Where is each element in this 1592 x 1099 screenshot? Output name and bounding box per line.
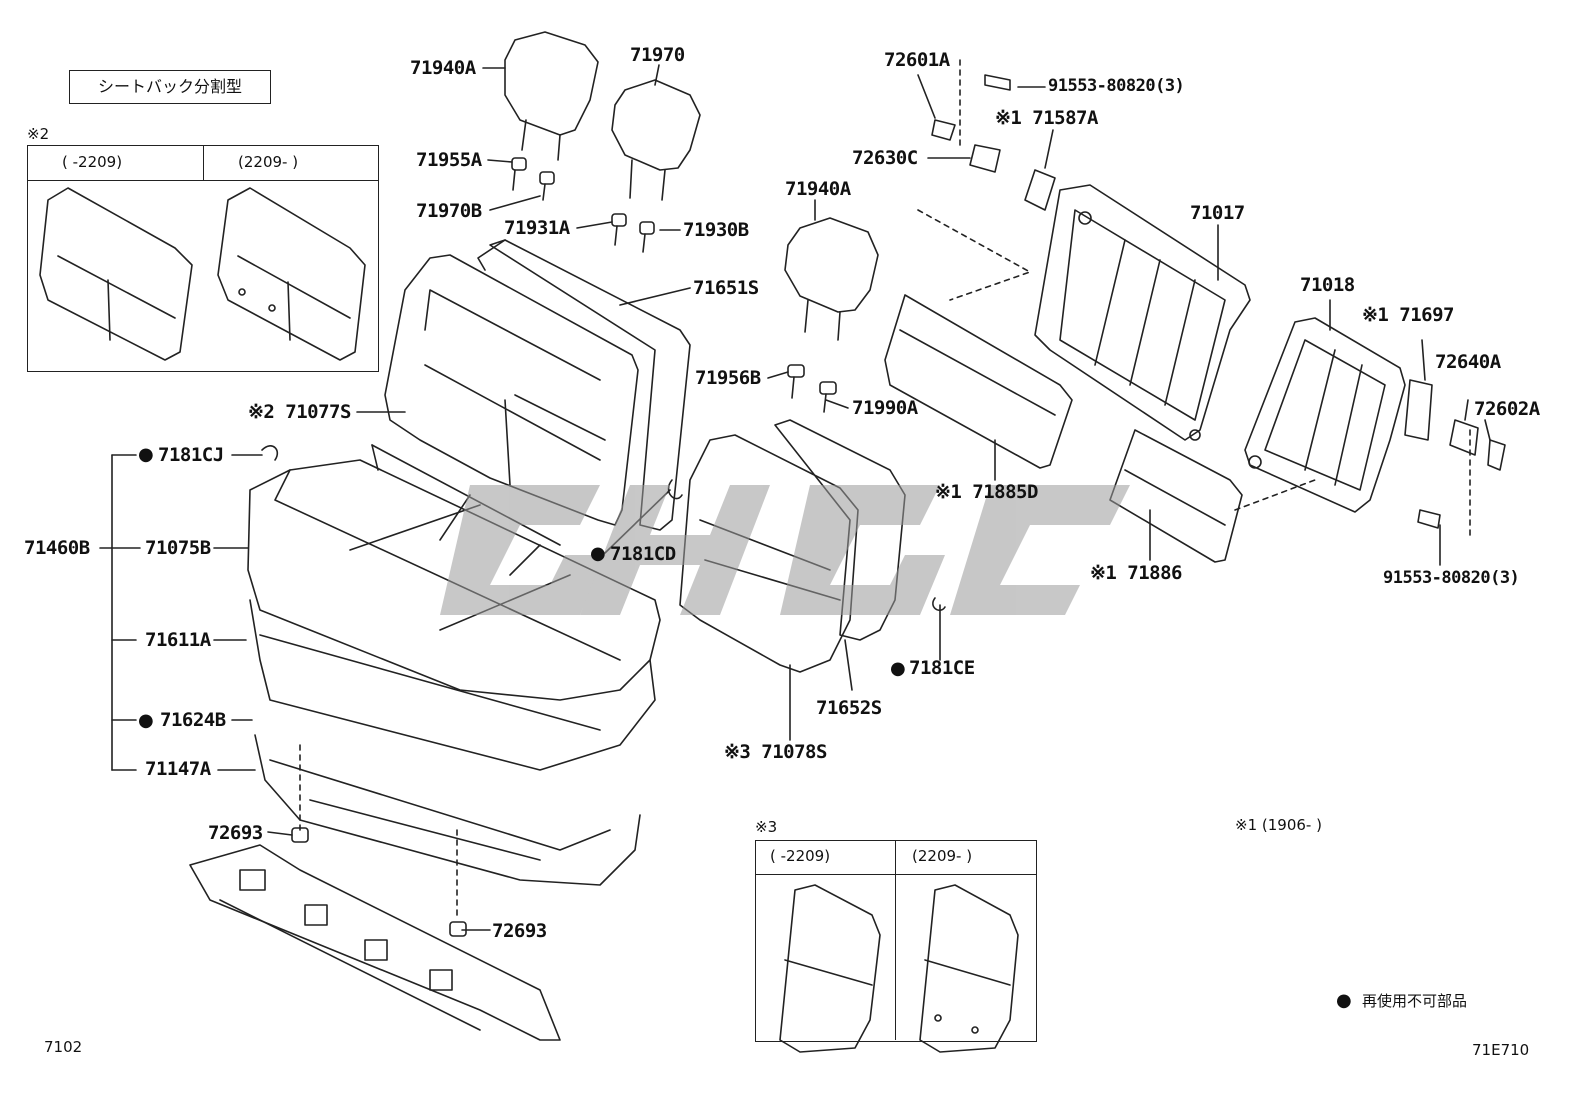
- label-72640A: 72640A: [1435, 351, 1501, 373]
- guide-parts: [511, 157, 837, 413]
- clip-7181CE: [932, 597, 946, 612]
- footer-right: 71E710: [1472, 1041, 1530, 1059]
- mount-parts: [931, 74, 1056, 211]
- label-91553-top: 91553-80820(3): [1048, 76, 1185, 96]
- trim-71885D-drawing: [884, 294, 1073, 469]
- label-71697: ※1 71697: [1362, 304, 1455, 326]
- headrest-71940A-mid-drawing: [784, 217, 879, 341]
- bullet-7181CJ: ●: [138, 444, 154, 465]
- label-71460B: 71460B: [24, 537, 90, 559]
- label-72630C: 72630C: [852, 147, 918, 169]
- label-72693-b: 72693: [492, 920, 547, 942]
- seatback-71652S-drawing: [774, 419, 906, 641]
- trim-71886-drawing: [1109, 429, 1243, 563]
- label-71147A: 71147A: [145, 758, 211, 780]
- label-71652S: 71652S: [816, 697, 882, 719]
- inset-2-seatback-drawings: [39, 187, 366, 361]
- headrest-71940A-top-drawing: [504, 31, 599, 161]
- label-7181CE: 7181CE: [909, 657, 975, 679]
- label-71955A: 71955A: [416, 149, 482, 171]
- frame-71017-drawing: [1034, 184, 1251, 441]
- label-71075B: 71075B: [145, 537, 211, 559]
- legend-bullet: ●: [1336, 990, 1352, 1011]
- label-71930B: 71930B: [683, 219, 749, 241]
- inset-2-left-header: ( -2209): [62, 153, 123, 171]
- hinge-parts: [1404, 379, 1506, 529]
- inset-3-seatback-drawings: [779, 884, 1019, 1053]
- note-1: ※1 (1906- ): [1235, 816, 1322, 834]
- legend-text: 再使用不可部品: [1362, 992, 1468, 1010]
- label-7181CD: 7181CD: [610, 543, 676, 565]
- label-71990A: 71990A: [852, 397, 918, 419]
- seatback-71078S-drawing: [679, 434, 859, 673]
- dashed-leaders: [299, 59, 1471, 921]
- label-72602A: 72602A: [1474, 398, 1540, 420]
- label-71931A: 71931A: [504, 217, 570, 239]
- label-91553-bottom: 91553-80820(3): [1383, 568, 1520, 588]
- bullet-71624B: ●: [138, 710, 154, 731]
- inset-2-right-header: (2209- ): [238, 153, 299, 171]
- inset-3-col-divider: [895, 840, 896, 1040]
- inset-3-right-header: (2209- ): [912, 847, 973, 865]
- frame-71018-drawing: [1244, 317, 1406, 513]
- label-71077S: ※2 71077S: [248, 401, 351, 423]
- leader-lines: [99, 64, 1491, 931]
- diagram-title: シートバック分割型: [69, 70, 271, 104]
- bullet-7181CE: ●: [890, 658, 906, 679]
- label-71611A: 71611A: [145, 629, 211, 651]
- label-71017: 71017: [1190, 202, 1245, 224]
- label-71940A-top: 71940A: [410, 57, 476, 79]
- seatback-71077S-drawing: [384, 254, 639, 526]
- label-71587A: ※1 71587A: [995, 107, 1098, 129]
- inset-3-box: [755, 840, 1037, 1042]
- label-72601A: 72601A: [884, 49, 950, 71]
- bullet-7181CD: ●: [590, 543, 606, 564]
- label-71624B: 71624B: [160, 709, 226, 731]
- label-71078S: ※3 71078S: [724, 741, 827, 763]
- seat-cushion-71075B-drawing: [247, 444, 661, 701]
- label-71886: ※1 71886: [1090, 562, 1183, 584]
- label-71970: 71970: [630, 44, 685, 66]
- inset-2-mark: ※2: [27, 125, 50, 143]
- footer-left: 7102: [44, 1038, 83, 1056]
- seat-frame-71147A-drawing: [254, 734, 641, 886]
- seat-pad-71611A-drawing: [249, 599, 656, 771]
- inset-3-mark: ※3: [755, 818, 778, 836]
- label-72693-a: 72693: [208, 822, 263, 844]
- label-71651S: 71651S: [693, 277, 759, 299]
- inset-3-divider: [755, 874, 1037, 875]
- clip-7181CJ: [261, 445, 279, 461]
- inset-3-left-header: ( -2209): [770, 847, 831, 865]
- label-71970B: 71970B: [416, 200, 482, 222]
- label-71885D: ※1 71885D: [935, 481, 1038, 503]
- label-71018: 71018: [1300, 274, 1355, 296]
- label-71940A-mid: 71940A: [785, 178, 851, 200]
- label-71956B: 71956B: [695, 367, 761, 389]
- headrest-71970-drawing: [611, 79, 701, 201]
- inset-2-col-divider: [203, 145, 204, 181]
- label-7181CJ: 7181CJ: [158, 444, 224, 466]
